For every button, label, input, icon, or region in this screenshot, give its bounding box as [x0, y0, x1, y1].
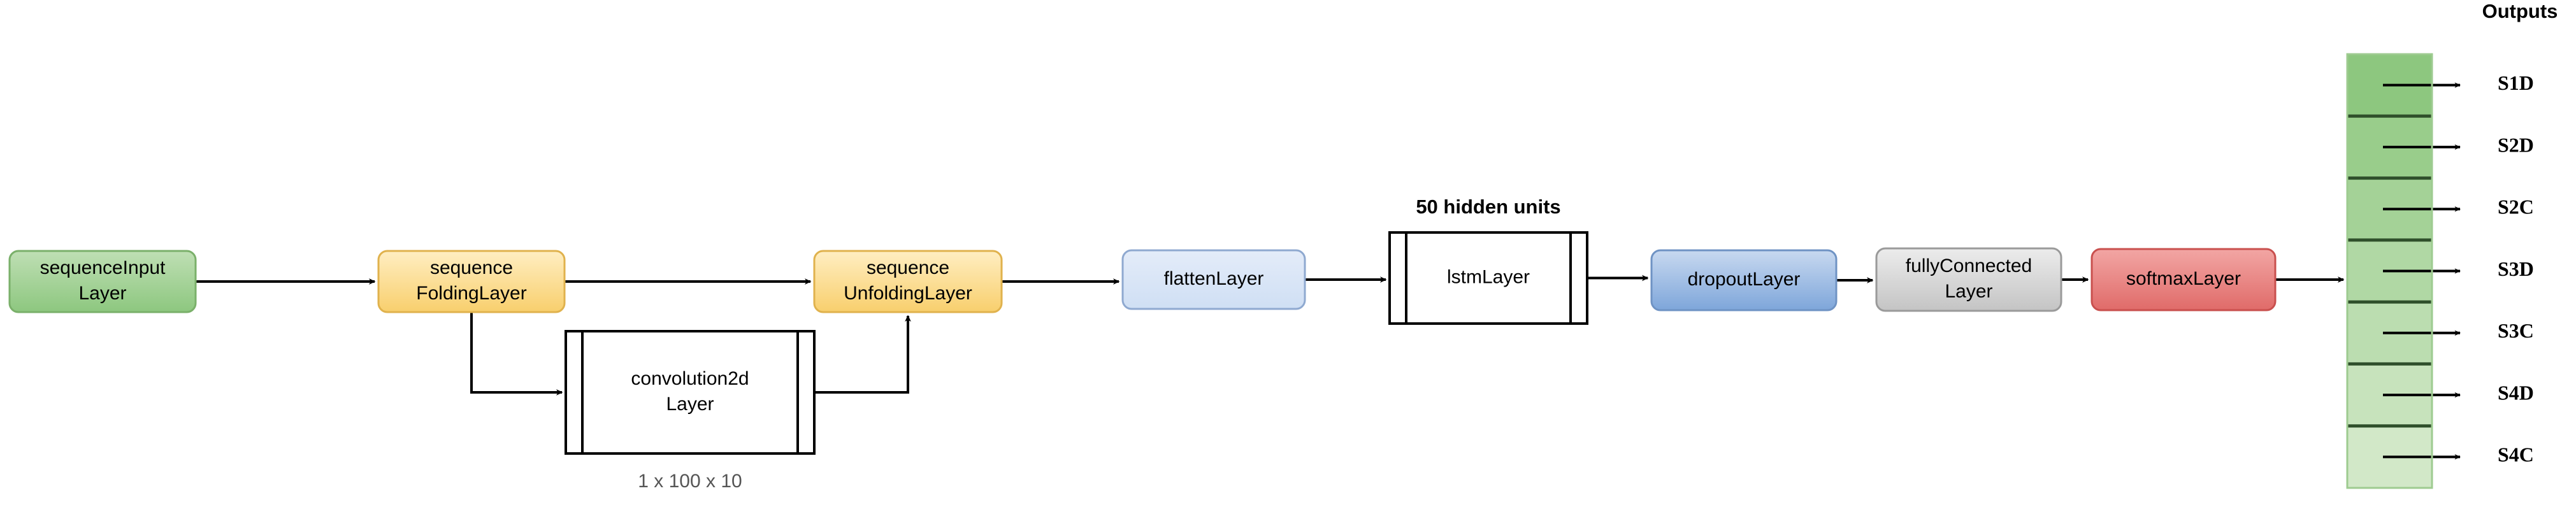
- node-label-line1: sequenceInput: [40, 257, 166, 278]
- node-dropoutLayer[interactable]: dropoutLayer: [1650, 249, 1838, 311]
- output-label: S2D: [2498, 133, 2534, 156]
- output-row[interactable]: S1D: [2347, 54, 2534, 117]
- output-label: S4C: [2498, 443, 2534, 466]
- node-body: [1650, 249, 1838, 311]
- output-label: S2C: [2498, 196, 2534, 218]
- node-label-line2: Layer: [78, 283, 126, 304]
- node-body: [377, 250, 566, 313]
- node-label-line1: convolution2d: [631, 368, 749, 389]
- node-body: [1388, 231, 1588, 325]
- node-body: [565, 330, 816, 455]
- node-label: lstmLayer: [1447, 266, 1530, 287]
- connection-conv-to-unfolding: [814, 315, 911, 394]
- node-softmaxLayer[interactable]: softmaxLayer: [2090, 248, 2277, 311]
- node-label-line2: UnfoldingLayer: [844, 283, 972, 304]
- node-label-line2: FoldingLayer: [416, 283, 526, 304]
- node-body: [8, 250, 197, 313]
- node-label-line1: sequence: [430, 257, 513, 278]
- node-body: [2090, 248, 2277, 311]
- output-row[interactable]: S2C: [2347, 176, 2534, 240]
- node-label-line2: Layer: [1945, 281, 1992, 302]
- node-body: [1875, 247, 2062, 312]
- annotation-lstm-units: 50 hidden units: [1416, 196, 1560, 218]
- output-row[interactable]: S3D: [2347, 238, 2534, 303]
- connection-folding-to-conv: [470, 312, 563, 396]
- output-row[interactable]: S3C: [2347, 300, 2534, 364]
- output-label: S3C: [2498, 319, 2534, 342]
- outputs-block-border: [2346, 53, 2433, 489]
- node-body: [1121, 249, 1306, 310]
- node-body: [813, 250, 1003, 313]
- node-label-line1: sequence: [867, 257, 949, 278]
- node-label: dropoutLayer: [1688, 269, 1801, 290]
- node-label-line2: Layer: [666, 394, 714, 415]
- node-label: softmaxLayer: [2126, 268, 2241, 289]
- output-row[interactable]: S4C: [2347, 424, 2534, 488]
- output-row[interactable]: S4D: [2347, 362, 2534, 426]
- output-label: S3D: [2498, 257, 2534, 280]
- annotations: 50 hidden units 1 x 100 x 10: [638, 196, 1560, 492]
- output-label: S1D: [2498, 71, 2534, 94]
- node-label-line1: fullyConnected: [1906, 255, 2032, 276]
- outputs-header: Outputs: [2482, 0, 2558, 22]
- node-flattenLayer[interactable]: flattenLayer: [1121, 249, 1306, 310]
- output-row[interactable]: S2D: [2347, 114, 2534, 178]
- node-label: flattenLayer: [1164, 268, 1264, 289]
- node-lstmLayer[interactable]: lstmLayer: [1388, 231, 1588, 325]
- connection-lines: [196, 275, 2345, 396]
- output-label: S4D: [2498, 381, 2534, 404]
- annotation-conv-size: 1 x 100 x 10: [638, 471, 742, 492]
